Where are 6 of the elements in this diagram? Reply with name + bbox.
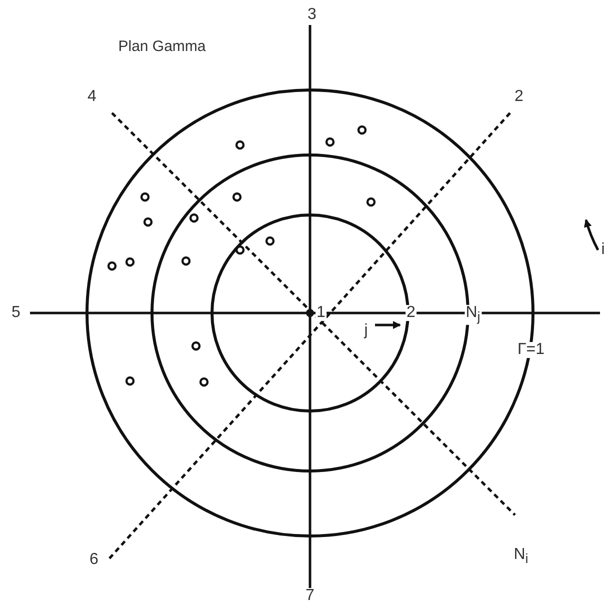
- index-label: N$_{j}$: [464, 304, 482, 326]
- boundary-label: Γ=1: [516, 342, 546, 358]
- index-label: 1: [316, 305, 326, 321]
- axis-number: 7: [304, 588, 316, 603]
- index-label: 2: [406, 305, 416, 321]
- index-label: j: [363, 323, 369, 339]
